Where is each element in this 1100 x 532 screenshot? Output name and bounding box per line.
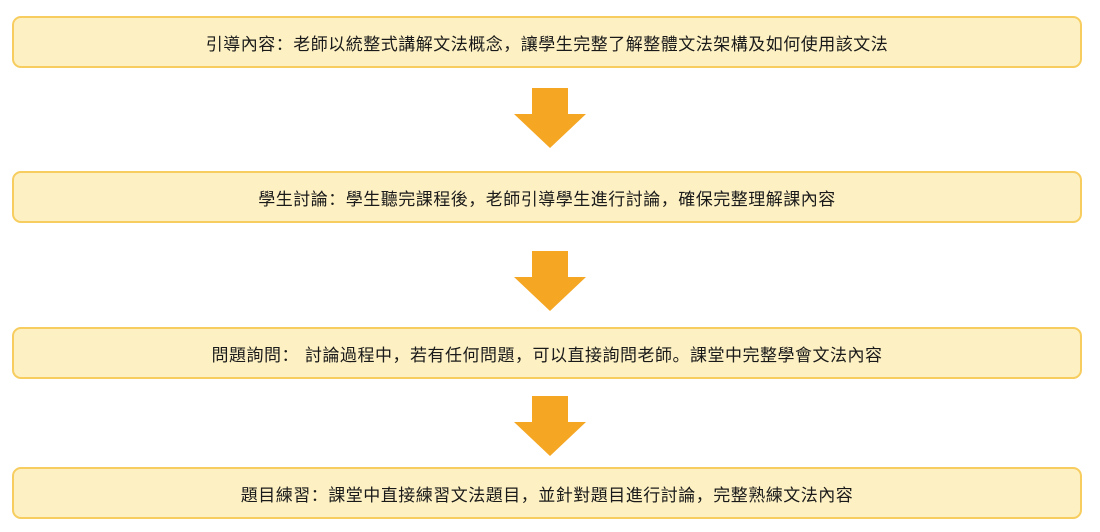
flow-step-2-text: 學生討論：學生聽完課程後，老師引導學生進行討論，確保完整理解課內容 — [258, 189, 836, 210]
flow-step-1: 引導內容：老師以統整式講解文法概念，讓學生完整了解整體文法架構及如何使用該文法 — [12, 16, 1082, 68]
flow-step-2: 學生討論：學生聽完課程後，老師引導學生進行討論，確保完整理解課內容 — [12, 171, 1082, 223]
arrow-down-icon — [514, 396, 586, 456]
flow-step-3-text: 問題詢問： 討論過程中，若有任何問題，可以直接詢問老師。課堂中完整學會文法內容 — [211, 345, 883, 366]
flow-step-4: 題目練習：課堂中直接練習文法題目，並針對題目進行討論，完整熟練文法內容 — [12, 467, 1082, 519]
flow-step-3: 問題詢問： 討論過程中，若有任何問題，可以直接詢問老師。課堂中完整學會文法內容 — [12, 327, 1082, 379]
flow-step-4-text: 題目練習：課堂中直接練習文法題目，並針對題目進行討論，完整熟練文法內容 — [240, 485, 854, 506]
flow-step-1-text: 引導內容：老師以統整式講解文法概念，讓學生完整了解整體文法架構及如何使用該文法 — [205, 34, 889, 55]
arrow-down-icon — [514, 88, 586, 148]
arrow-down-icon — [514, 251, 586, 311]
